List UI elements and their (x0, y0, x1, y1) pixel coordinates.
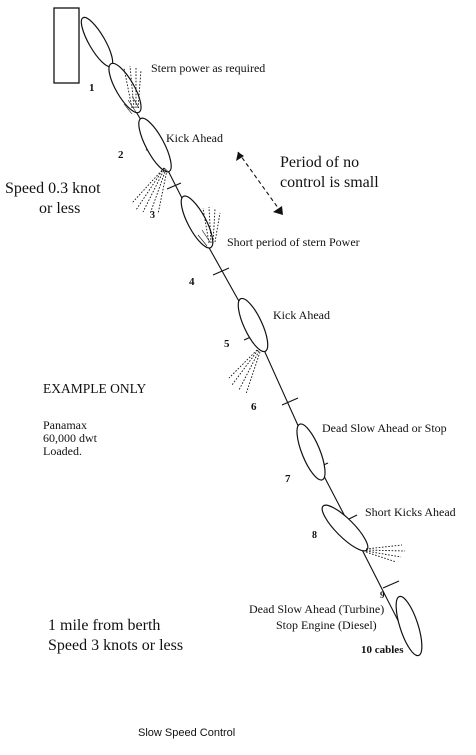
stern-wash-1 (123, 65, 142, 109)
ship-dead-slow (296, 423, 326, 481)
position-number: 7 (285, 473, 291, 485)
position-number: 3 (150, 210, 155, 221)
label-speed-line1: Speed 0.3 knot (5, 180, 101, 197)
position-number: 8 (312, 530, 317, 541)
propeller-wash-5 (228, 349, 261, 395)
label-example-only: EXAMPLE ONLY (43, 381, 147, 396)
label-dead-slow-turbine: Dead Slow Ahead (Turbine) (249, 602, 384, 616)
propeller-wash-3 (131, 167, 168, 215)
label-mile-from-berth: 1 mile from berth (48, 617, 160, 634)
label-speed-limit: Speed 3 knots or less (48, 637, 183, 654)
label-stop-engine: Stop Engine (Diesel) (276, 618, 377, 632)
ship-position-1 (80, 16, 114, 68)
position-number: 1 (89, 82, 95, 94)
label-kick-ahead-2: Kick Ahead (273, 308, 330, 322)
label-vessel-dwt: 60,000 dwt (43, 431, 98, 445)
label-period-line2: control is small (280, 174, 379, 191)
label-kick-ahead-1: Kick Ahead (166, 131, 223, 145)
label-ten-cables: 10 cables (361, 644, 404, 656)
label-period-line1: Period of no (280, 154, 359, 171)
figure-caption: Slow Speed Control (138, 727, 235, 739)
ship-ten-cables (395, 595, 423, 657)
position-number: 5 (224, 338, 230, 350)
ship-stern-power (108, 62, 142, 115)
ship-kick-ahead-2 (237, 297, 269, 353)
label-short-kicks: Short Kicks Ahead (365, 505, 456, 519)
propeller-wash-8 (365, 544, 406, 563)
period-arrow (236, 151, 283, 215)
position-number: 6 (251, 401, 257, 413)
label-vessel-type: Panamax (43, 418, 87, 432)
position-number: 9 (380, 590, 385, 600)
berth (53, 7, 80, 84)
label-stern-power: Stern power as required (151, 61, 265, 75)
label-dead-slow: Dead Slow Ahead or Stop (322, 421, 447, 435)
ship-short-stern-power (180, 195, 214, 249)
ship-kick-ahead-1 (138, 117, 172, 173)
label-vessel-condition: Loaded. (43, 444, 82, 458)
position-number: 4 (189, 276, 195, 288)
label-short-period: Short period of stern Power (227, 235, 360, 249)
position-number: 2 (118, 149, 124, 161)
stern-wash-2 (202, 206, 221, 244)
label-speed-line2: or less (39, 200, 80, 217)
